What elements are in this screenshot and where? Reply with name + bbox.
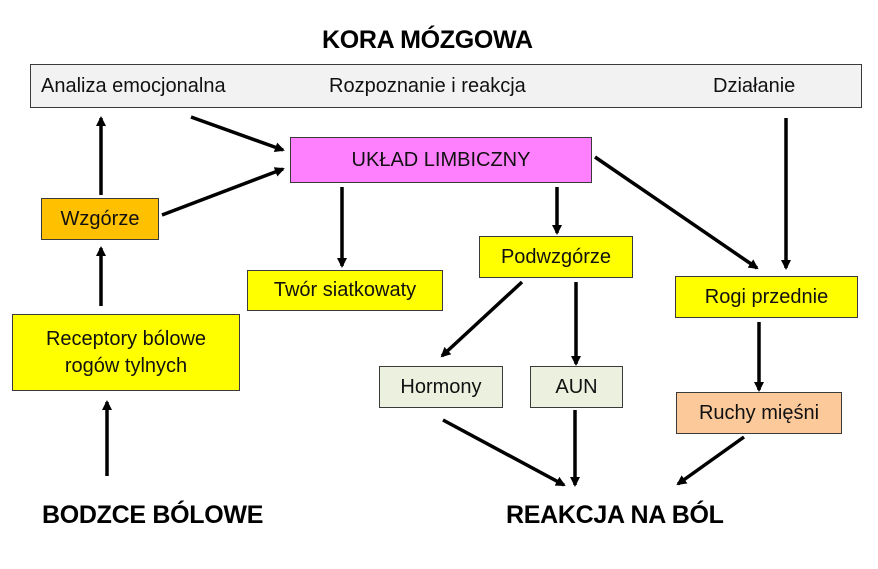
aun-box: AUN — [530, 366, 623, 408]
cortex-label-emotional-analysis: Analiza emocjonalna — [41, 75, 226, 97]
cortex-title: KORA MÓZGOWA — [322, 26, 533, 54]
pain-receptors-box: Receptory bólowe rogów tylnych — [12, 314, 240, 391]
pain-reaction-title: REAKCJA NA BÓL — [506, 501, 724, 529]
cortex-bar: Analiza emocjonalna Rozpoznanie i reakcj… — [30, 64, 862, 108]
arrow-muscles-to-reaction — [676, 435, 746, 486]
arrow-hypothalamus-to-hormones — [440, 280, 524, 358]
arrow-hormones-to-reaction — [442, 418, 566, 487]
hypothalamus-box: Podwzgórze — [479, 236, 633, 278]
cortex-label-action: Działanie — [713, 75, 796, 97]
arrow-limbic-to-anterior-horns — [594, 155, 759, 270]
hormones-box: Hormony — [379, 366, 503, 408]
reticular-formation-box: Twór siatkowaty — [247, 270, 443, 311]
pain-stimuli-title: BODZCE BÓLOWE — [42, 501, 264, 529]
anterior-horns-box: Rogi przednie — [675, 276, 858, 318]
cortex-label-recognition: Rozpoznanie i reakcja — [329, 75, 526, 97]
arrow-thalamus-to-limbic — [161, 167, 285, 217]
muscle-movements-box: Ruchy mięśni — [676, 392, 842, 434]
limbic-system-box: UKŁAD LIMBICZNY — [290, 137, 592, 183]
thalamus-box: Wzgórze — [41, 198, 159, 240]
arrow-cortex-to-limbic — [190, 115, 285, 153]
